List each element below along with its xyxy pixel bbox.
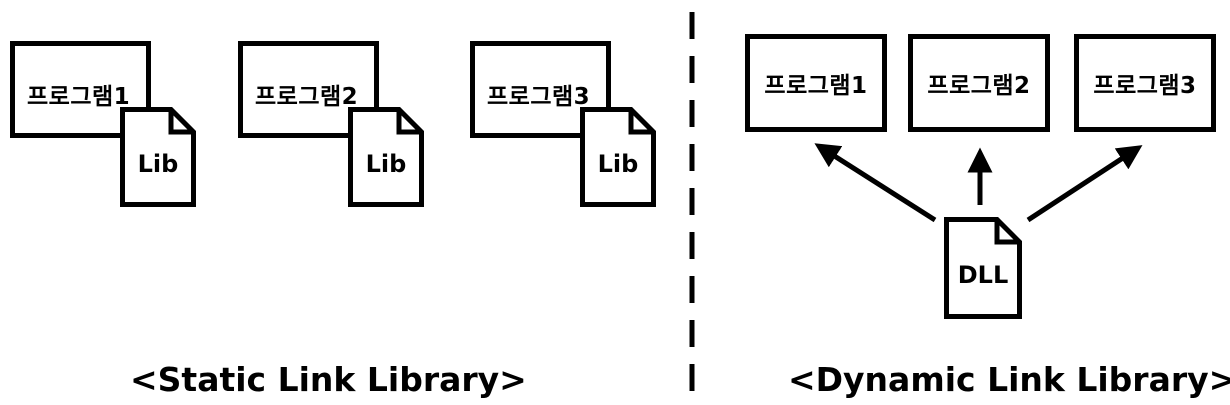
dynamic-caption: <Dynamic Link Library> [788, 360, 1230, 399]
arrow-up-icon [1026, 145, 1143, 223]
dynamic-program-box-1: 프로그램1 [745, 34, 887, 132]
lib-label-3: Lib [597, 150, 639, 178]
lib-label-1: Lib [137, 150, 179, 178]
dynamic-program-box-2: 프로그램2 [908, 34, 1050, 132]
dll-label: DLL [957, 261, 1009, 289]
static-program-label-2: 프로그램2 [255, 83, 359, 110]
lib-label-2: Lib [365, 150, 407, 178]
document-file-icon [120, 107, 196, 207]
static-program-label-3: 프로그램3 [487, 83, 591, 110]
static-program-label-1: 프로그램1 [27, 83, 131, 110]
dynamic-program-label-2: 프로그램2 [927, 73, 1031, 99]
document-file-icon [580, 107, 656, 207]
arrow-up-icon [814, 143, 937, 223]
dynamic-program-box-3: 프로그램3 [1074, 34, 1216, 132]
static-caption: <Static Link Library> [130, 360, 527, 399]
document-file-icon [944, 217, 1022, 319]
dynamic-program-label-1: 프로그램1 [764, 73, 868, 99]
static-program-box-1: 프로그램1 [10, 41, 151, 138]
document-file-icon [348, 107, 424, 207]
dynamic-program-label-3: 프로그램3 [1093, 73, 1197, 99]
